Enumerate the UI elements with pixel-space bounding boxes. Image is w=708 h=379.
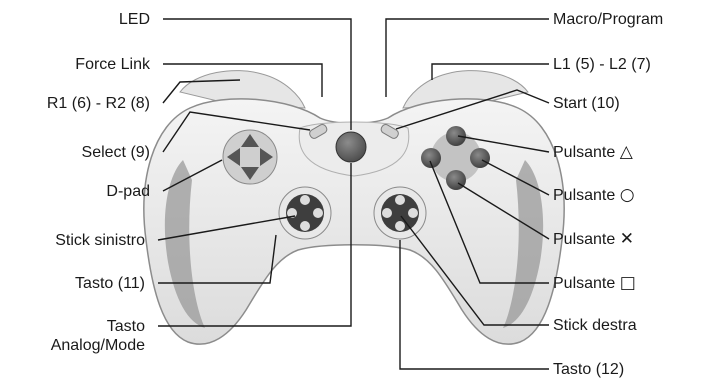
label-stick-sinistro: Stick sinistro — [55, 231, 145, 250]
right-stick — [374, 187, 426, 239]
square-icon: □ — [620, 273, 636, 293]
left-stick — [279, 187, 331, 239]
cross-icon: ✕ — [620, 229, 634, 249]
led-button — [336, 132, 366, 162]
label-macro-program: Macro/Program — [553, 10, 663, 29]
label-force-link: Force Link — [75, 55, 150, 74]
button-cross — [446, 170, 466, 190]
dpad — [223, 130, 277, 184]
label-stick-destra: Stick destra — [553, 316, 637, 335]
circle-icon: ○ — [620, 185, 635, 205]
label-tasto-analog-line2: Analog/Mode — [51, 336, 145, 355]
label-tasto-12: Tasto (12) — [553, 360, 624, 379]
label-tasto-11: Tasto (11) — [75, 274, 145, 293]
label-select: Select (9) — [82, 143, 150, 162]
controller-body — [144, 71, 564, 345]
pulsante-triangle-text: Pulsante — [553, 144, 615, 161]
pulsante-cross-text: Pulsante — [553, 231, 615, 248]
button-triangle — [446, 126, 466, 146]
pulsante-square-text: Pulsante — [553, 275, 615, 292]
label-start: Start (10) — [553, 94, 620, 113]
label-pulsante-cross: Pulsante ✕ — [553, 230, 634, 249]
pulsante-circle-text: Pulsante — [553, 187, 615, 204]
label-tasto-analog: Tasto Analog/Mode — [51, 317, 145, 355]
label-l1-l2: L1 (5) - L2 (7) — [553, 55, 651, 74]
triangle-icon: △ — [620, 142, 633, 162]
label-pulsante-circle: Pulsante ○ — [553, 186, 635, 205]
label-r1-r2: R1 (6) - R2 (8) — [47, 94, 150, 113]
label-pulsante-triangle: Pulsante △ — [553, 143, 633, 162]
label-led: LED — [119, 10, 150, 29]
label-tasto-analog-line1: Tasto — [51, 317, 145, 336]
button-circle — [470, 148, 490, 168]
label-pulsante-square: Pulsante □ — [553, 274, 636, 293]
label-dpad: D-pad — [106, 182, 150, 201]
